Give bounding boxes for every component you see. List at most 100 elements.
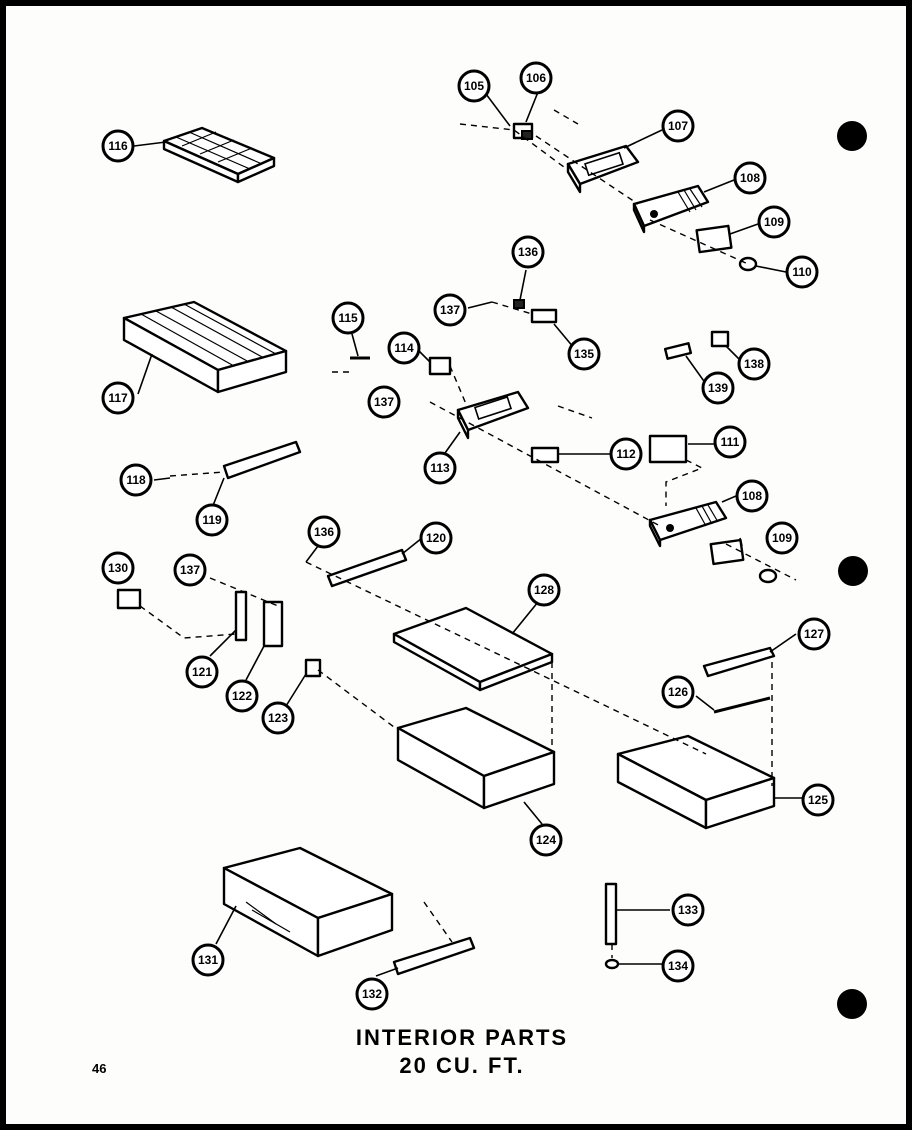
callout-115: 115 bbox=[331, 301, 365, 335]
callout-114: 114 bbox=[387, 331, 421, 365]
callout-122: 122 bbox=[225, 679, 259, 713]
callout-label: 131 bbox=[198, 953, 218, 967]
part-shelf-rail-119 bbox=[222, 440, 302, 480]
part-knob-138 bbox=[710, 330, 730, 348]
part-bracket-135 bbox=[530, 308, 558, 324]
callout-label: 133 bbox=[678, 903, 698, 917]
callout-label: 114 bbox=[394, 341, 414, 355]
part-upper-control-panel bbox=[566, 144, 640, 194]
part-crisper-cover bbox=[392, 606, 554, 692]
callout-label: 115 bbox=[338, 311, 358, 325]
callout-109-upper: 109 bbox=[757, 205, 791, 239]
callout-120: 120 bbox=[419, 521, 453, 555]
callout-137-lower: 137 bbox=[173, 553, 207, 587]
part-meat-pan-125 bbox=[616, 734, 776, 830]
callout-125: 125 bbox=[801, 783, 835, 817]
callout-label: 126 bbox=[668, 685, 688, 699]
callout-label: 106 bbox=[526, 71, 546, 85]
part-link-139 bbox=[663, 342, 693, 360]
binder-hole-bottom bbox=[837, 989, 867, 1019]
callout-136-upper: 136 bbox=[511, 235, 545, 269]
part-support-121 bbox=[234, 590, 248, 642]
callout-label: 124 bbox=[536, 833, 556, 847]
callout-label: 139 bbox=[708, 381, 728, 395]
callout-label: 107 bbox=[668, 119, 688, 133]
leader-lines bbox=[133, 91, 802, 977]
callout-label: 136 bbox=[314, 525, 334, 539]
part-ice-tray bbox=[162, 126, 276, 184]
part-lower-control-panel bbox=[456, 390, 530, 440]
callout-label: 119 bbox=[202, 513, 222, 527]
part-bracket-120 bbox=[116, 588, 142, 610]
callout-130: 130 bbox=[101, 551, 135, 585]
callout-128: 128 bbox=[527, 573, 561, 607]
title-line-1: INTERIOR PARTS bbox=[355, 1025, 569, 1050]
callout-label: 105 bbox=[464, 79, 484, 93]
part-hinge-122 bbox=[262, 600, 284, 648]
title-line-2: 20 CU. FT. bbox=[399, 1053, 525, 1078]
assembly-lines bbox=[139, 109, 797, 958]
callout-label: 128 bbox=[534, 583, 554, 597]
callout-126: 126 bbox=[661, 675, 695, 709]
callout-132: 132 bbox=[355, 977, 389, 1011]
callout-label: 113 bbox=[430, 461, 450, 475]
part-switch-112 bbox=[530, 446, 560, 464]
callout-label: 122 bbox=[232, 689, 252, 703]
callout-label: 108 bbox=[742, 489, 762, 503]
callout-label: 125 bbox=[808, 793, 828, 807]
part-crisper-pan-124 bbox=[396, 706, 556, 810]
callout-136-lower: 136 bbox=[307, 515, 341, 549]
callout-label: 123 bbox=[268, 711, 288, 725]
callout-137-upper: 137 bbox=[433, 293, 467, 327]
callout-137-middle: 137 bbox=[367, 385, 401, 419]
callout-label: 130 bbox=[108, 561, 128, 575]
callout-label: 111 bbox=[721, 435, 740, 449]
callout-label: 120 bbox=[426, 531, 446, 545]
callout-124: 124 bbox=[529, 823, 563, 857]
callout-label: 134 bbox=[668, 959, 688, 973]
part-roller-123 bbox=[304, 658, 322, 678]
part-screw-136-upper bbox=[513, 299, 525, 309]
callout-106: 106 bbox=[519, 61, 553, 95]
callout-133: 133 bbox=[671, 893, 705, 927]
part-pan-slide-126 bbox=[713, 696, 771, 714]
callout-label: 117 bbox=[108, 391, 128, 405]
part-freezer-shelf bbox=[122, 300, 288, 394]
part-shelf-rail-129 bbox=[326, 548, 408, 588]
part-glide-134 bbox=[604, 958, 620, 970]
callout-131: 131 bbox=[191, 943, 225, 977]
callout-112: 112 bbox=[609, 437, 643, 471]
callout-label: 135 bbox=[574, 347, 594, 361]
callout-label: 138 bbox=[744, 357, 764, 371]
callout-123: 123 bbox=[261, 701, 295, 735]
part-crisper-pan-131 bbox=[222, 846, 394, 958]
callout-139: 139 bbox=[701, 371, 735, 405]
binder-hole-top bbox=[837, 121, 867, 151]
callout-label: 121 bbox=[192, 665, 212, 679]
part-lower-light-bulb bbox=[758, 568, 778, 584]
callout-113: 113 bbox=[423, 451, 457, 485]
callout-111: 111 bbox=[713, 425, 747, 459]
callout-label: 110 bbox=[792, 265, 812, 279]
callout-108-lower: 108 bbox=[735, 479, 769, 513]
part-lower-light-socket bbox=[709, 538, 745, 566]
callout-label: 137 bbox=[374, 395, 394, 409]
callout-119: 119 bbox=[195, 503, 229, 537]
callout-label: 137 bbox=[440, 303, 460, 317]
part-switch-111 bbox=[648, 434, 688, 464]
callout-116: 116 bbox=[101, 129, 135, 163]
callout-105: 105 bbox=[457, 69, 491, 103]
callout-label: 112 bbox=[616, 447, 636, 461]
callout-label: 118 bbox=[126, 473, 146, 487]
callout-109-lower: 109 bbox=[765, 521, 799, 555]
exploded-parts-diagram: 116 105 106 107 108 109 110 117 115 136 … bbox=[101, 61, 868, 1019]
callout-110: 110 bbox=[785, 255, 819, 289]
page-number: 46 bbox=[92, 1061, 107, 1076]
part-upper-light-bulb bbox=[738, 256, 758, 272]
part-upper-light-shield bbox=[632, 184, 710, 234]
callout-label: 109 bbox=[772, 531, 792, 545]
callout-127: 127 bbox=[797, 617, 831, 651]
part-pan-rail-132 bbox=[392, 936, 476, 976]
part-lower-light-shield bbox=[648, 500, 728, 548]
